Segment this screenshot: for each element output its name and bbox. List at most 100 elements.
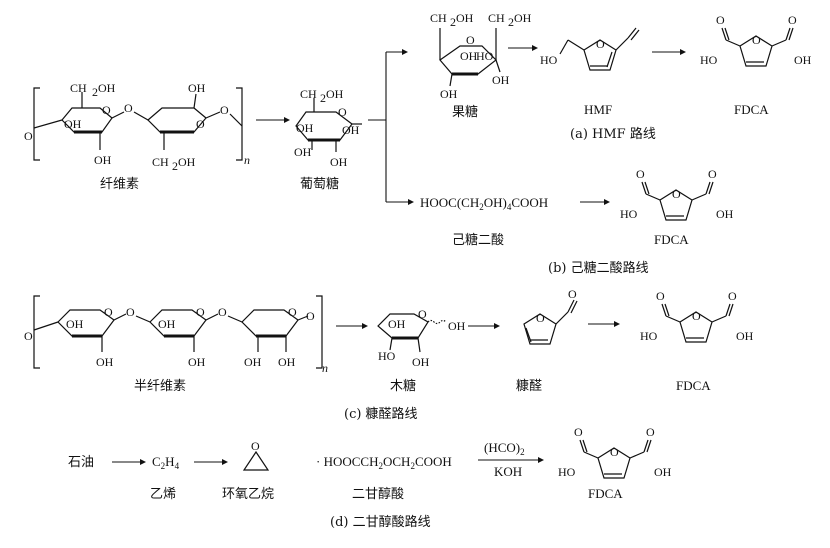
label-glucose: 葡萄糖 (300, 176, 339, 192)
caption-d: (d) 二甘醇酸路线 (330, 514, 431, 530)
atom-o: O (728, 289, 737, 303)
fdca-structure-b: O O HO O OH (620, 167, 734, 221)
atom-o: O (251, 439, 260, 453)
label-fdca-b: FDCA (654, 232, 689, 247)
atom-oh: OH (794, 53, 812, 67)
label-fdca-c: FDCA (676, 378, 711, 393)
atom-o: O (124, 101, 133, 115)
atom-o: O (104, 305, 113, 319)
atom-ho: HO (378, 349, 396, 363)
formula-ethylene: C2H4 (152, 454, 180, 471)
cellulose-structure: n O O CH 2 OH OH OH O O OH CH 2 OH O (24, 81, 250, 173)
atom-o: O (574, 425, 583, 439)
label-fdca-a: FDCA (734, 102, 769, 117)
atom-o: O (568, 287, 577, 301)
atom-oh: OH (456, 11, 474, 25)
ethylene-oxide-structure: O (242, 439, 270, 471)
reagent-top: (HCO)2 (484, 440, 525, 457)
atom-o: O (126, 305, 135, 319)
atom-oh: OH (326, 87, 344, 101)
atom-ho: HO (640, 329, 658, 343)
atom-o: O (672, 187, 681, 201)
glucose-structure: O CH 2 OH OH OH OH OH (294, 87, 362, 169)
caption-b: (b) 己糖二酸路线 (548, 260, 649, 276)
svg-text:2: 2 (172, 159, 178, 173)
caption-c: (c) 糠醛路线 (344, 406, 418, 422)
atom-oh: OH (736, 329, 754, 343)
svg-text:2: 2 (508, 15, 514, 29)
atom-o: O (218, 305, 227, 319)
atom-o: O (196, 305, 205, 319)
atom-o: O (24, 129, 33, 143)
atom-oh: OH (188, 355, 206, 369)
atom-oh: OH (294, 145, 312, 159)
label-fdca-d: FDCA (588, 486, 623, 501)
atom-oh: OH (66, 317, 84, 331)
atom-oh: OH (94, 153, 112, 167)
atom-oh: OH (440, 87, 458, 101)
label-hemicellulose: 半纤维素 (134, 379, 186, 394)
atom-o: O (788, 13, 797, 27)
atom-ho: HO (476, 49, 494, 63)
atom-oh: OH (448, 319, 466, 333)
atom-oh: OH (296, 121, 314, 135)
label-furfural: 糠醛 (516, 378, 542, 394)
atom-o: O (716, 13, 725, 27)
atom-o: O (306, 309, 315, 323)
atom-oh: OH (98, 81, 116, 95)
atom-oh: OH (514, 11, 532, 25)
atom-o: O (692, 309, 701, 323)
repeat-n: n (322, 361, 328, 375)
fdca-structure-a: O O HO O OH (700, 13, 812, 67)
label-xylose: 木糖 (390, 378, 416, 394)
label-glucaric-acid: 己糖二酸 (452, 232, 504, 248)
atom-o: O (646, 425, 655, 439)
label-ethylene-oxide: 环氧乙烷 (222, 487, 274, 502)
formula-diglycolic-acid: · HOOCCH2OCH2COOH (316, 454, 452, 471)
reagent-bottom: KOH (494, 464, 522, 479)
atom-o: O (220, 103, 229, 117)
atom-o: O (708, 167, 717, 181)
atom-o: O (338, 105, 347, 119)
atom-o: O (466, 33, 475, 47)
repeat-n: n (244, 153, 250, 167)
atom-ch2oh: CH (152, 155, 169, 169)
atom-o: O (418, 307, 427, 321)
label-cellulose: 纤维素 (100, 177, 139, 192)
atom-oh: OH (412, 355, 430, 369)
atom-oh: OH (244, 355, 262, 369)
xylose-structure: O OH OH HO OH (377, 307, 466, 369)
atom-oh: OH (188, 81, 206, 95)
atom-ho: HO (620, 207, 638, 221)
atom-oh: OH (654, 465, 672, 479)
atom-ho: HO (700, 53, 718, 67)
atom-ch2oh: CH (300, 87, 317, 101)
caption-a: (a) HMF 路线 (570, 126, 656, 142)
atom-oh: OH (64, 117, 82, 131)
atom-ch2oh: CH (488, 11, 505, 25)
atom-o: O (102, 103, 111, 117)
atom-oh: OH (330, 155, 348, 169)
fructose-structure: CH 2 OH CH 2 OH O OH HO OH OH (430, 11, 532, 101)
label-petroleum: 石油 (68, 455, 94, 470)
atom-o: O (610, 445, 619, 459)
atom-o: O (196, 117, 205, 131)
atom-o: O (596, 37, 605, 51)
label-ethylene: 乙烯 (150, 487, 176, 502)
atom-ch2oh: CH (70, 81, 87, 95)
atom-oh: OH (342, 123, 360, 137)
hmf-structure: O HO (540, 27, 640, 71)
atom-o: O (24, 329, 33, 343)
svg-text:2: 2 (450, 15, 456, 29)
label-diglycolic-acid: 二甘醇酸 (352, 486, 404, 502)
atom-oh: OH (716, 207, 734, 221)
label-hmf: HMF (584, 102, 612, 117)
atom-oh: OH (158, 317, 176, 331)
atom-oh: OH (278, 355, 296, 369)
atom-oh: OH (492, 73, 510, 87)
atom-o: O (536, 311, 545, 325)
atom-oh: OH (96, 355, 114, 369)
atom-oh: OH (178, 155, 196, 169)
atom-oh: OH (460, 49, 478, 63)
furfural-structure: O O (523, 287, 578, 345)
